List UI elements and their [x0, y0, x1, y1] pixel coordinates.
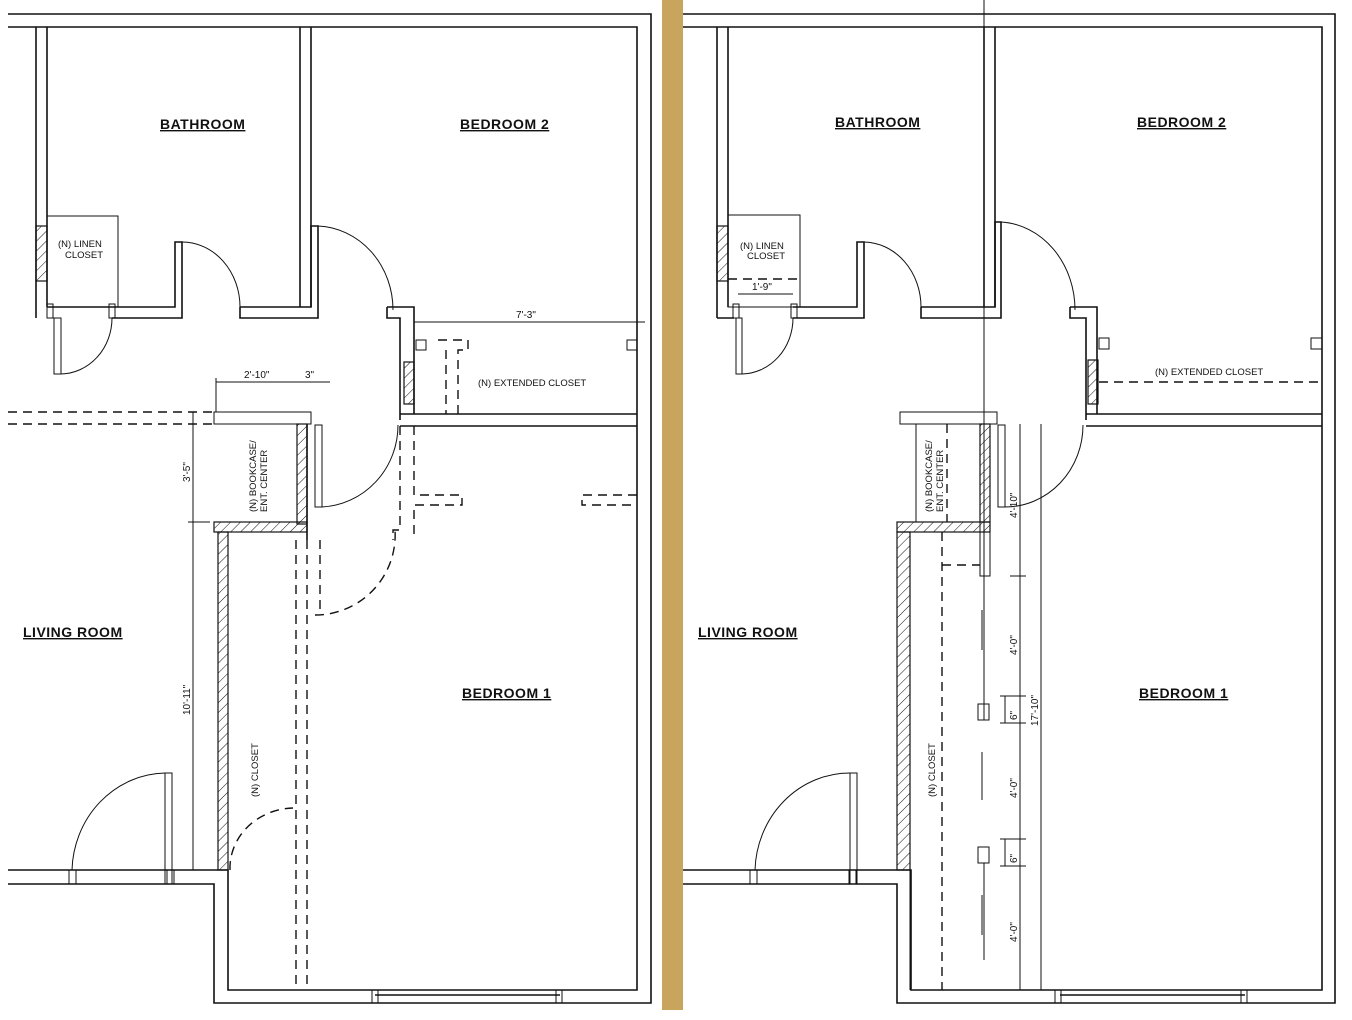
dim-17-10: 17'-10" [1030, 695, 1041, 726]
proposed-floor-plan: BATHROOM BEDROOM 2 BEDROOM 1 LIVING ROOM… [683, 0, 1336, 1004]
room-label-bedroom-1: BEDROOM 1 [1139, 685, 1228, 701]
bookcase-label: (N) BOOKCASE/ [924, 440, 935, 512]
dim-4-0-a: 4'-0" [1009, 635, 1020, 655]
dim-4-0-c: 4'-0" [1009, 922, 1020, 942]
closet-label: (N) CLOSET [250, 743, 261, 797]
dimension-lines [1000, 424, 1042, 990]
bookcase-label: (N) BOOKCASE/ [248, 440, 259, 512]
dim-7-3: 7'-3" [516, 310, 536, 321]
closet-label: (N) CLOSET [927, 743, 938, 797]
dim-10-11: 10'-11" [182, 684, 193, 715]
bookcase-and-closet [8, 411, 321, 990]
linen-closet-label: (N) LINEN [58, 239, 102, 250]
bathroom-walls [716, 27, 1002, 319]
hallway-walls [371, 306, 638, 1004]
labels: BATHROOM BEDROOM 2 BEDROOM 1 LIVING ROOM… [23, 116, 586, 797]
exterior-walls [683, 13, 1336, 1004]
existing-floor-plan: BATHROOM BEDROOM 2 BEDROOM 1 LIVING ROOM… [8, 13, 652, 1004]
exterior-walls [8, 13, 652, 1004]
dim-4-0-b: 4'-0" [1009, 778, 1020, 798]
dim-4-10: 4'-10" [1009, 492, 1020, 518]
bookcase-label-2: ENT. CENTER [259, 450, 270, 512]
room-label-bedroom-2: BEDROOM 2 [460, 116, 549, 132]
door-swings [735, 221, 1084, 885]
divider-bar [662, 0, 683, 1010]
door-swings [53, 225, 399, 885]
room-label-bedroom-1: BEDROOM 1 [462, 685, 551, 701]
room-label-bathroom: BATHROOM [835, 114, 920, 130]
room-label-living-room: LIVING ROOM [698, 624, 798, 640]
linen-closet-label-2: CLOSET [747, 251, 785, 262]
linen-closet-label-2: CLOSET [65, 250, 103, 261]
room-label-bedroom-2: BEDROOM 2 [1137, 114, 1226, 130]
extended-closet-label: (N) EXTENDED CLOSET [478, 378, 586, 389]
dim-2-10: 2'-10" [244, 370, 270, 381]
room-label-living-room: LIVING ROOM [23, 624, 123, 640]
dim-6in-a: 6" [1009, 710, 1020, 720]
dimension-lines [188, 321, 645, 870]
bookcase-label-2: ENT. CENTER [935, 450, 946, 512]
dim-6in-b: 6" [1009, 853, 1020, 863]
bathroom-walls [35, 27, 319, 319]
linen-closet-label: (N) LINEN [740, 241, 784, 252]
bookcase-and-closet [896, 0, 998, 990]
dim-1-9: 1'-9" [752, 282, 772, 293]
labels: BATHROOM BEDROOM 2 BEDROOM 1 LIVING ROOM… [698, 114, 1263, 942]
hallway-walls [1054, 306, 1323, 1004]
dim-3in: 3" [305, 370, 315, 381]
dim-3-5: 3'-5" [182, 462, 193, 482]
room-label-bathroom: BATHROOM [160, 116, 245, 132]
extended-closet-label: (N) EXTENDED CLOSET [1155, 367, 1263, 378]
